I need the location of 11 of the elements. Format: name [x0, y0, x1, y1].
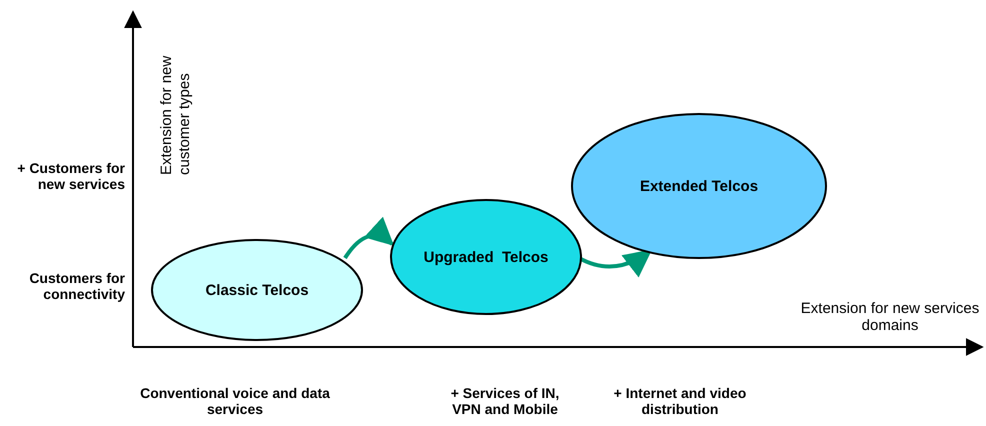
node-label: Extended Telcos — [640, 178, 758, 194]
curved-arrow — [343, 217, 394, 260]
axis-tick-label: Conventional voice and data services — [139, 385, 331, 417]
axis-tick-label: + Internet and video distribution — [612, 385, 748, 417]
axis-tick-label: + Services of IN, VPN and Mobile — [450, 385, 560, 417]
node-label: Classic Telcos — [205, 282, 309, 298]
axis-tick-label: Customers for connectivity — [28, 270, 125, 302]
axis-tick-label: + Customers for new services — [16, 160, 125, 192]
axis-title: Extension for new customer types — [158, 54, 194, 175]
node-label: Upgraded Telcos — [424, 248, 548, 266]
axis-title: Extension for new services domains — [800, 300, 980, 334]
